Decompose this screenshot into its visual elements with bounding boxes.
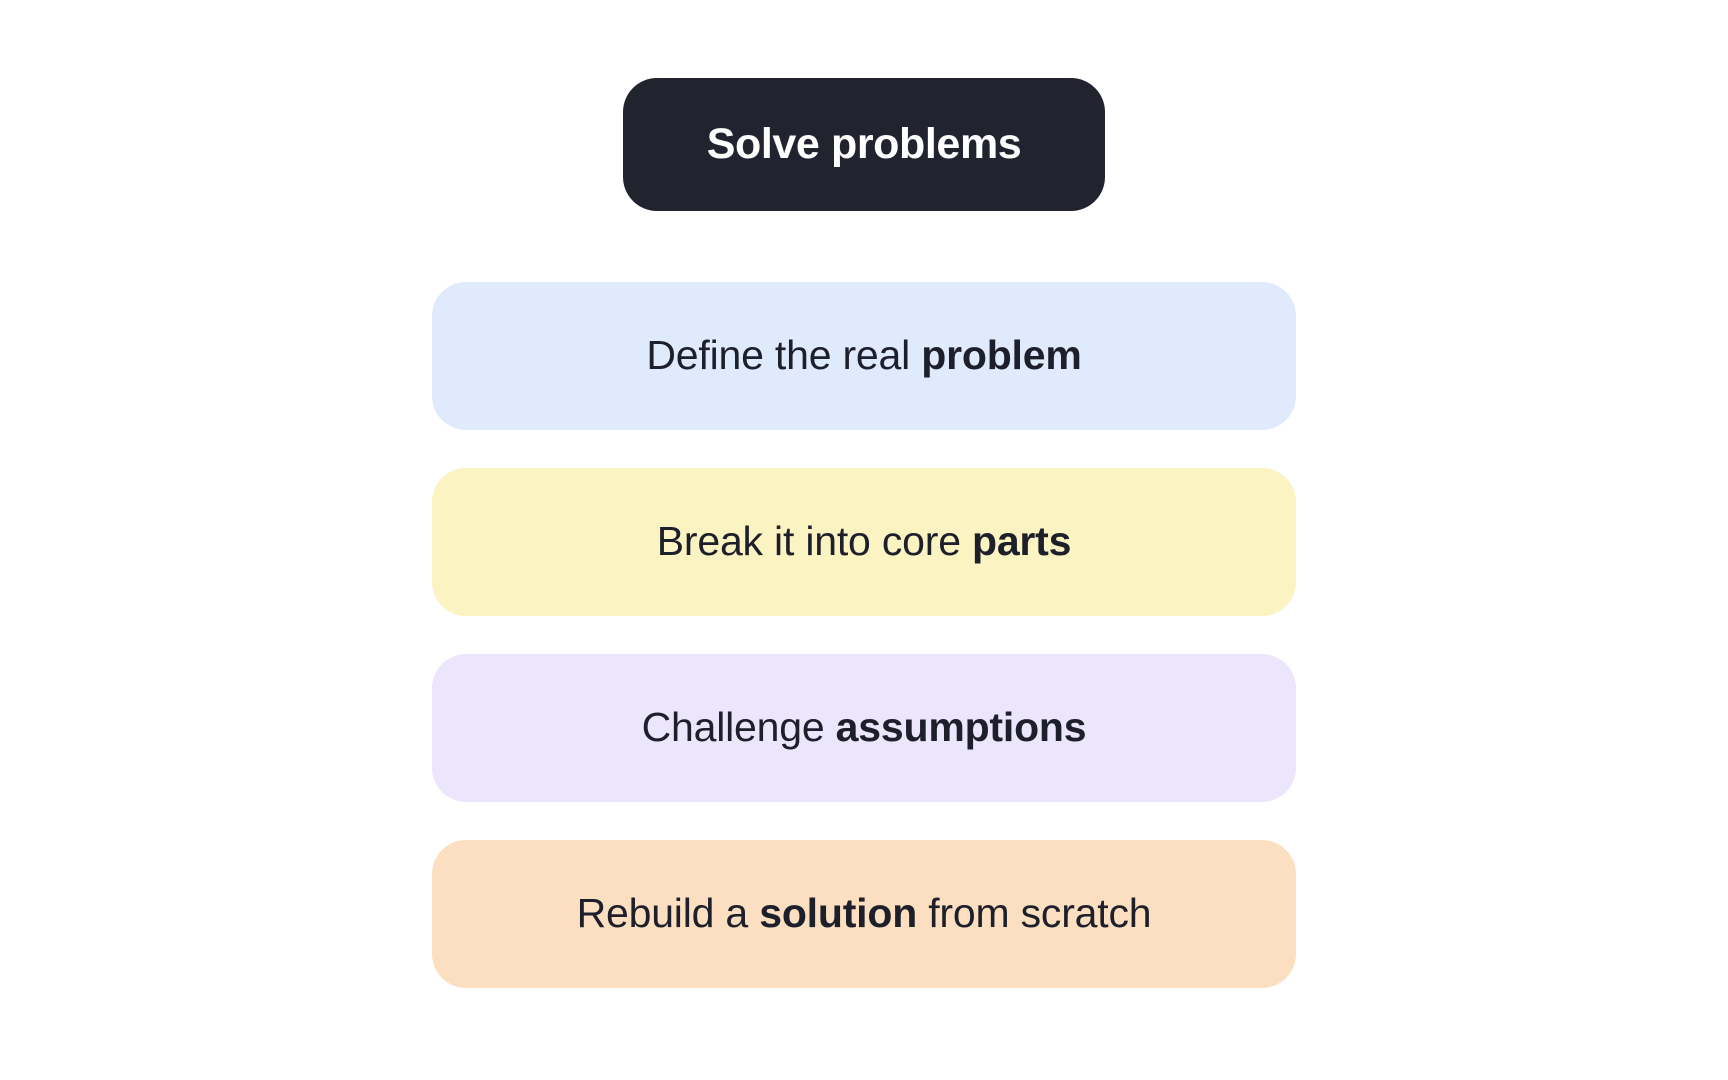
- step-card-label: Break it into core parts: [657, 519, 1072, 564]
- step-card-challenge-assumptions[interactable]: Challenge assumptions: [432, 654, 1296, 802]
- step-card-rebuild-solution[interactable]: Rebuild a solution from scratch: [432, 840, 1296, 988]
- page-title: Solve problems: [706, 120, 1022, 168]
- step-card-label: Challenge assumptions: [642, 705, 1087, 750]
- step-card-label: Define the real problem: [646, 333, 1081, 378]
- steps-list: Define the real problem Break it into co…: [432, 282, 1296, 988]
- step-label-prefix: Challenge: [641, 704, 836, 751]
- header-pill: Solve problems: [623, 78, 1105, 211]
- step-card-break-into-parts[interactable]: Break it into core parts: [432, 468, 1296, 616]
- step-label-emphasis: problem: [921, 332, 1082, 379]
- step-label-suffix: from scratch: [917, 890, 1152, 937]
- step-label-prefix: Break it into core: [656, 518, 972, 565]
- step-label-emphasis: assumptions: [835, 704, 1087, 751]
- step-label-emphasis: parts: [971, 518, 1072, 565]
- step-card-label: Rebuild a solution from scratch: [577, 891, 1152, 936]
- step-label-prefix: Define the real: [646, 332, 922, 379]
- step-label-emphasis: solution: [759, 890, 918, 937]
- content-stack: Solve problems Define the real problem B…: [432, 78, 1296, 988]
- step-card-define-problem[interactable]: Define the real problem: [432, 282, 1296, 430]
- step-label-prefix: Rebuild a: [576, 890, 760, 937]
